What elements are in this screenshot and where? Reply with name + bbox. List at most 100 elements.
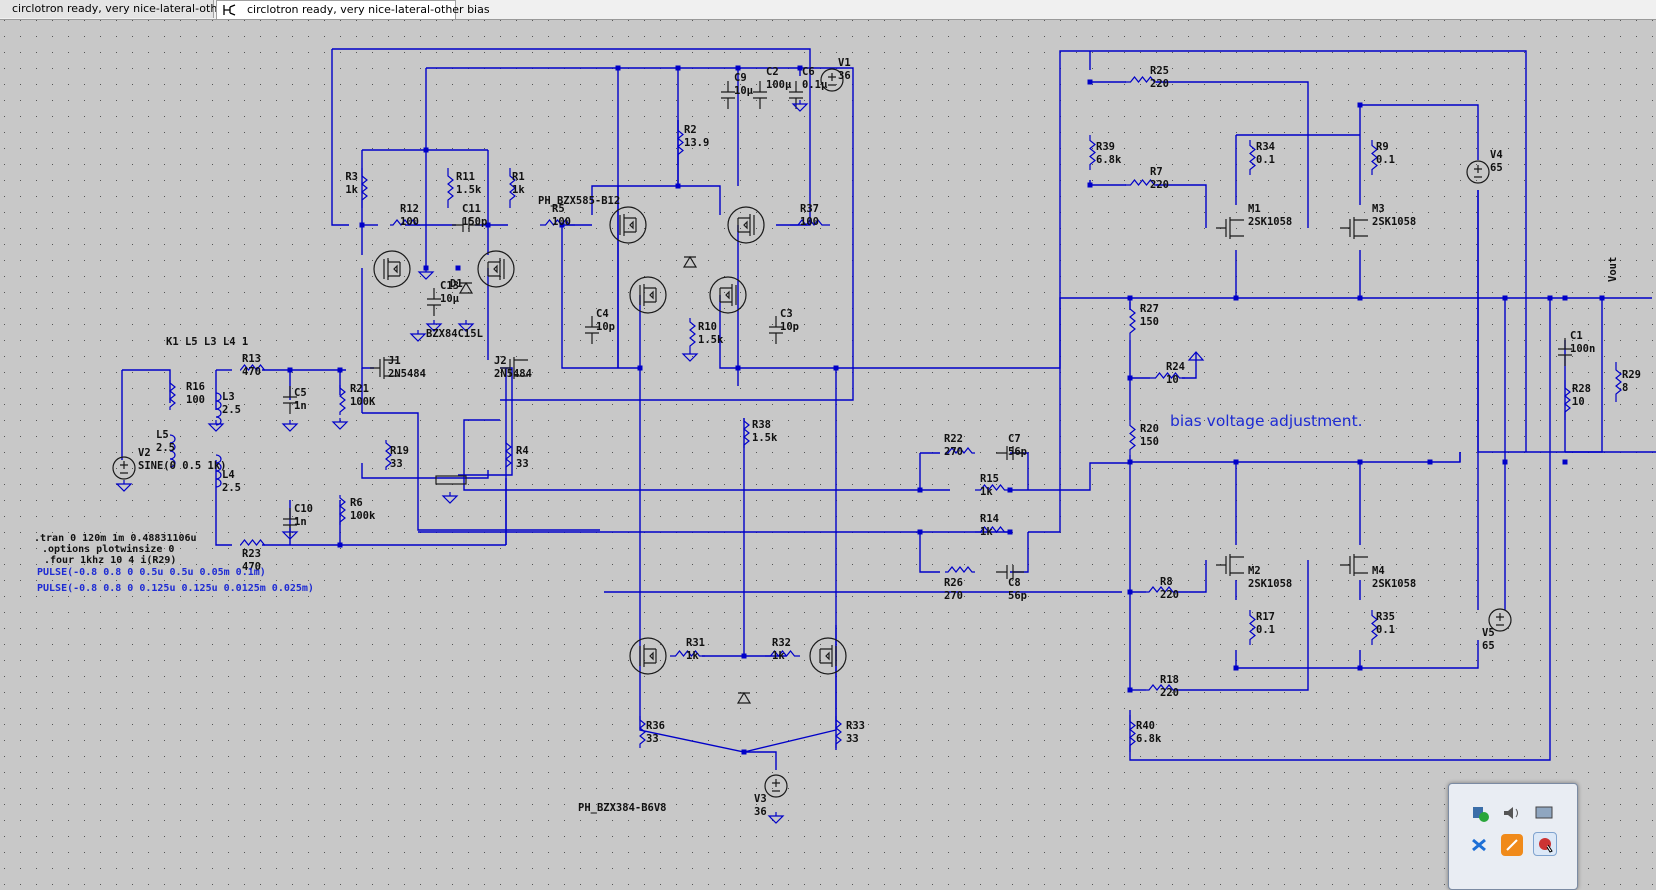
svg-text:R14: R14	[980, 513, 999, 525]
resistor-r39[interactable]	[1089, 135, 1096, 170]
mosfet-q2[interactable]	[477, 250, 515, 288]
svg-text:10p: 10p	[596, 321, 615, 333]
resistor-r31[interactable]	[670, 650, 705, 657]
mosfet-j1[interactable]	[370, 357, 398, 379]
resistor-r16[interactable]	[169, 380, 176, 410]
potentiometer[interactable]	[435, 475, 467, 485]
resistor-r10[interactable]	[689, 318, 696, 350]
voltage-source-v2[interactable]	[112, 456, 136, 480]
inductor-l5[interactable]	[169, 434, 176, 468]
svg-text:2N5484: 2N5484	[494, 368, 532, 380]
resistor-r24[interactable]	[1150, 372, 1185, 379]
resistor-r38[interactable]	[743, 418, 750, 448]
svg-text:R20: R20	[1140, 423, 1159, 435]
mosfet-q5[interactable]	[629, 276, 667, 314]
capacitor-c6[interactable]	[789, 81, 803, 109]
inductor-l4[interactable]	[215, 454, 222, 488]
mosfet-m4[interactable]	[1340, 554, 1368, 576]
voltage-source-v4[interactable]	[1466, 160, 1490, 184]
resistor-r40[interactable]	[1129, 715, 1136, 752]
resistor-r26[interactable]	[945, 566, 975, 573]
voltage-source-v5[interactable]	[1488, 608, 1512, 632]
resistor-r15[interactable]	[975, 484, 1010, 491]
display-icon[interactable]	[1533, 802, 1555, 824]
resistor-r35[interactable]	[1371, 610, 1378, 645]
resistor-r29[interactable]	[1615, 362, 1622, 402]
mosfet-q7[interactable]	[629, 637, 667, 675]
capacitor-c4[interactable]	[585, 316, 599, 344]
capacitor-c1[interactable]	[1558, 338, 1572, 366]
mosfet-q4[interactable]	[727, 206, 765, 244]
resistor-r20[interactable]	[1129, 420, 1136, 455]
resistor-r9[interactable]	[1371, 140, 1378, 175]
resistor-r5[interactable]	[540, 219, 575, 226]
tool-icon[interactable]	[1501, 834, 1523, 856]
voltage-source-v1[interactable]	[820, 68, 844, 92]
diode-d3[interactable]	[736, 691, 752, 704]
resistor-r23[interactable]	[240, 539, 265, 546]
capacitor-c7[interactable]	[996, 446, 1024, 460]
mosfet-q8[interactable]	[809, 637, 847, 675]
resistor-r25[interactable]	[1125, 76, 1160, 83]
svg-text:R1: R1	[512, 171, 525, 183]
capacitor-c13[interactable]	[427, 288, 441, 316]
resistor-r2[interactable]	[677, 120, 684, 165]
resistor-r11[interactable]	[447, 168, 454, 208]
tab-label: circlotron ready, very nice-lateral-othe…	[12, 2, 255, 15]
resistor-r12[interactable]	[390, 219, 420, 226]
resistor-r4[interactable]	[505, 440, 512, 470]
resistor-r3[interactable]	[361, 168, 368, 208]
voltage-source-v3[interactable]	[764, 774, 788, 798]
resistor-r37[interactable]	[790, 219, 830, 226]
svg-text:R22: R22	[944, 433, 963, 445]
resistor-r18[interactable]	[1146, 684, 1176, 691]
resistor-r8[interactable]	[1146, 586, 1176, 593]
capacitor-c10[interactable]	[283, 508, 297, 536]
resistor-r34[interactable]	[1249, 140, 1256, 175]
resistor-r36[interactable]	[639, 716, 646, 748]
diode-d2[interactable]	[682, 255, 698, 268]
mosfet-q1[interactable]	[373, 250, 411, 288]
resistor-r21[interactable]	[339, 385, 346, 415]
tab-schematic-active[interactable]: circlotron ready, very nice-lateral-othe…	[216, 0, 490, 19]
resistor-r13[interactable]	[240, 364, 265, 371]
resistor-r33[interactable]	[835, 716, 842, 748]
mosfet-j2[interactable]	[500, 357, 528, 379]
mosfet-m3[interactable]	[1340, 217, 1368, 239]
schematic-canvas[interactable]: R31kR111.5kR11kR12100C11150pR5100R213.9C…	[0, 19, 1656, 888]
capacitor-c3[interactable]	[769, 316, 783, 344]
mosfet-q6[interactable]	[709, 276, 747, 314]
mosfet-q3[interactable]	[609, 206, 647, 244]
resistor-r22[interactable]	[945, 447, 975, 454]
volume-icon[interactable]	[1501, 802, 1523, 824]
resistor-r14[interactable]	[975, 526, 1010, 533]
network-icon[interactable]	[1469, 802, 1491, 824]
capacitor-c8[interactable]	[996, 565, 1024, 579]
ground-symbol	[441, 492, 459, 504]
resistor-r6[interactable]	[339, 495, 346, 525]
capacitor-c2[interactable]	[753, 81, 767, 109]
diode-d1[interactable]	[458, 281, 474, 294]
resistor-r17[interactable]	[1249, 610, 1256, 645]
inductor-l3[interactable]	[215, 392, 222, 426]
resistor-r19[interactable]	[385, 440, 392, 470]
resistor-r7[interactable]	[1125, 179, 1160, 186]
svg-text:R5: R5	[552, 203, 565, 215]
mosfet-m1[interactable]	[1216, 217, 1244, 239]
capacitor-c11[interactable]	[452, 218, 480, 232]
resistor-r1[interactable]	[509, 168, 516, 208]
safely-remove-icon[interactable]	[1533, 832, 1557, 856]
resistor-r28[interactable]	[1564, 380, 1571, 420]
resistor-r32[interactable]	[765, 650, 800, 657]
tab-schematic-inactive[interactable]: circlotron ready, very nice-lateral-othe…	[0, 0, 255, 18]
svg-text:2SK1058: 2SK1058	[1248, 216, 1292, 228]
capacitor-c5[interactable]	[283, 386, 297, 414]
mosfet-m2[interactable]	[1216, 554, 1244, 576]
capacitor-c9[interactable]	[721, 81, 735, 109]
svg-text:1k: 1k	[345, 184, 358, 196]
bluetooth-icon[interactable]	[1469, 834, 1491, 856]
resistor-r27[interactable]	[1129, 302, 1136, 340]
